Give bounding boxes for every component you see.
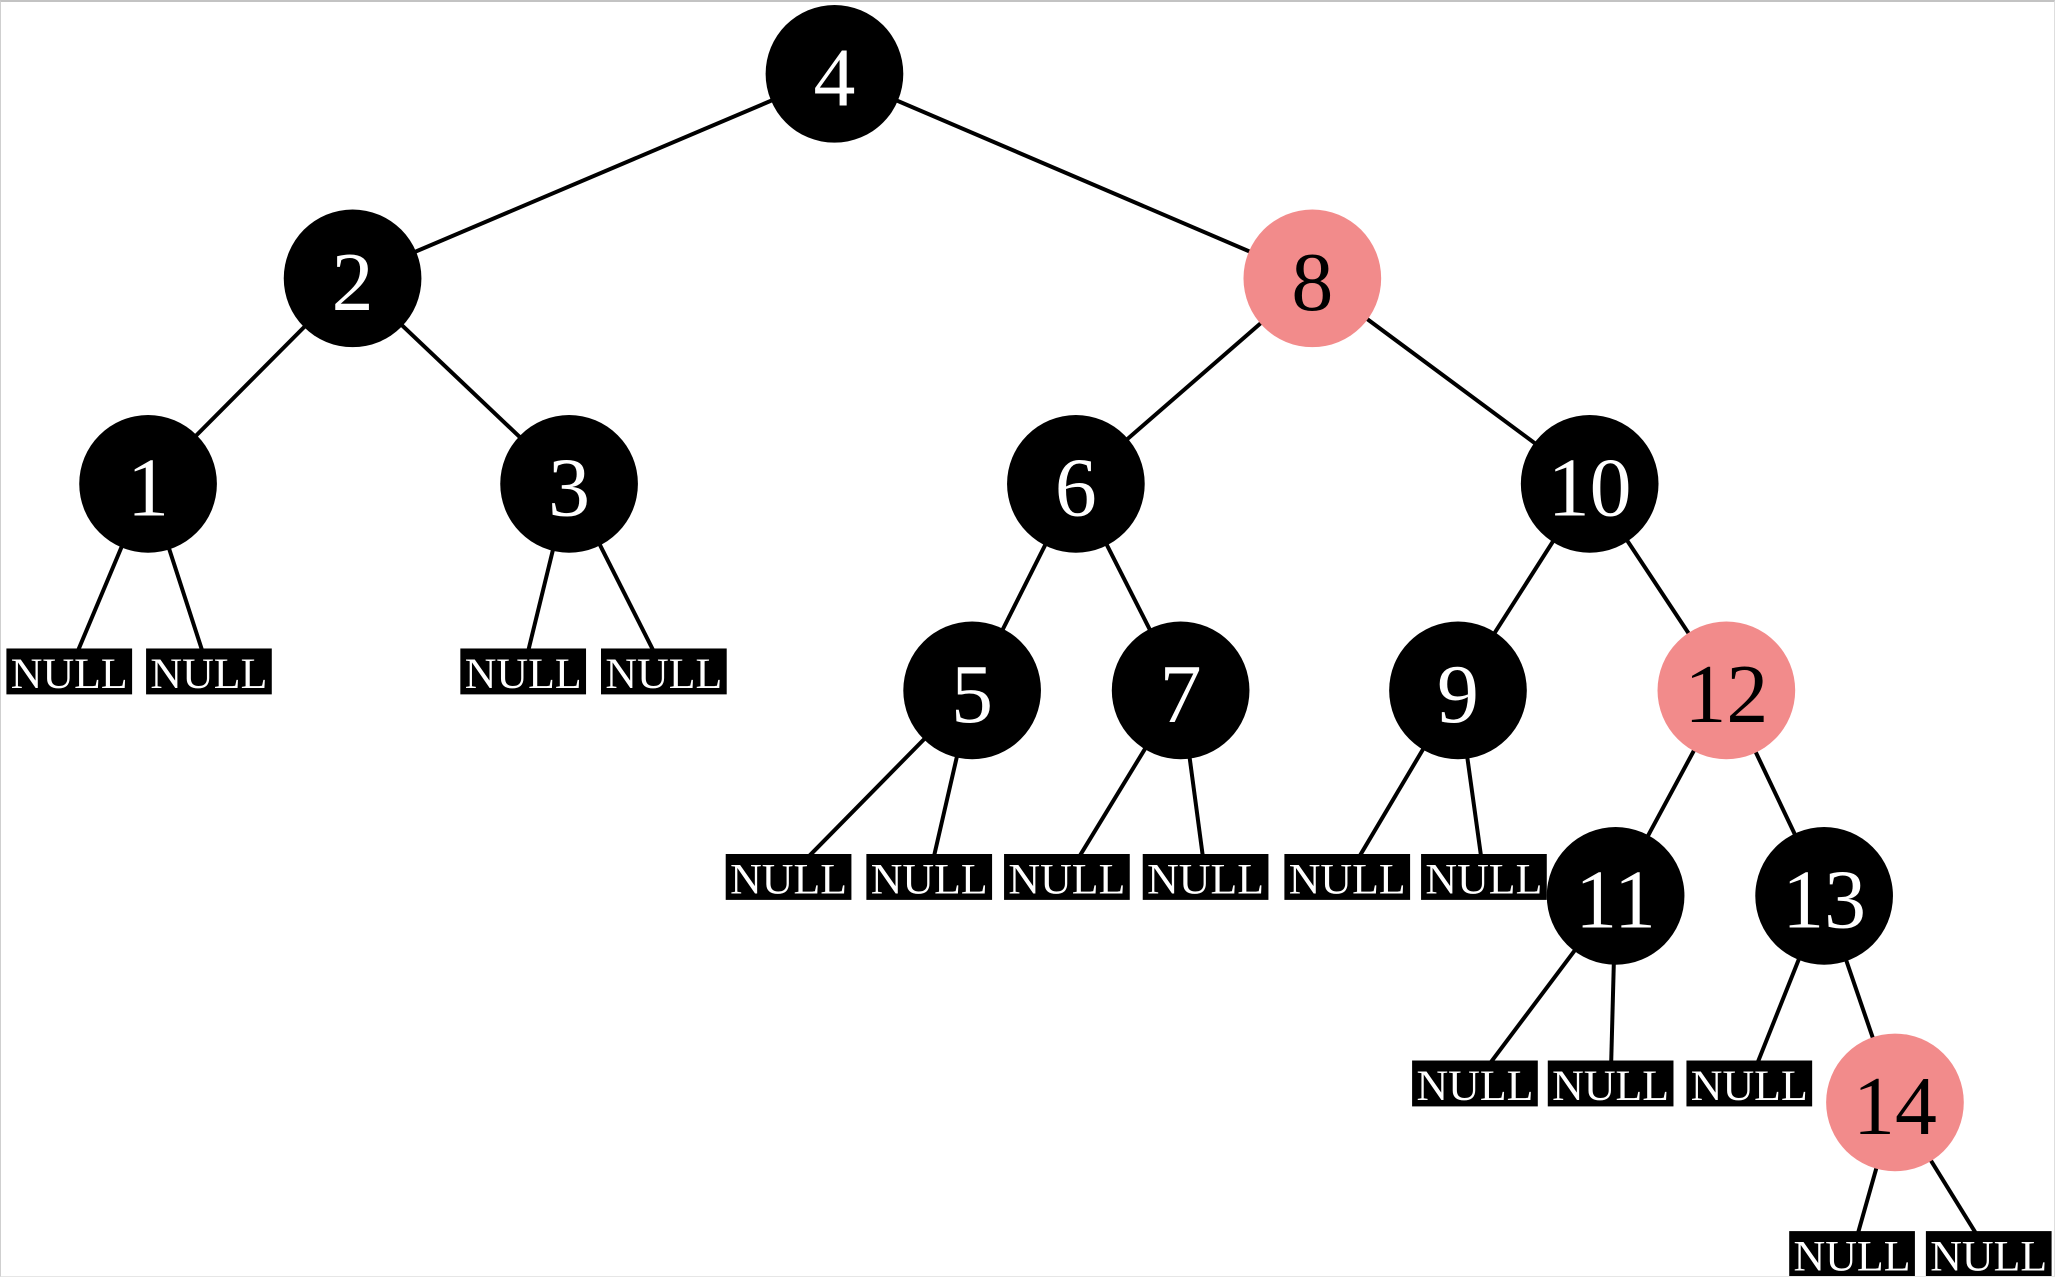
null-leaf-box xyxy=(1547,1060,1674,1107)
null-leaf-label: NULL xyxy=(1552,1062,1669,1110)
null-leaf-label: NULL xyxy=(465,650,582,698)
tree-node-label: 9 xyxy=(1437,648,1479,741)
black-node-circle xyxy=(79,415,217,553)
null-leaf-box xyxy=(1004,853,1130,900)
null-leaf-label: NULL xyxy=(1930,1233,2047,1276)
tree-node-label: 14 xyxy=(1853,1060,1937,1153)
null-leaf-label: NULL xyxy=(1691,1062,1808,1110)
tree-node-label: 13 xyxy=(1782,854,1866,947)
black-node-circle xyxy=(1755,827,1893,965)
null-leaf-label: NULL xyxy=(1425,856,1542,904)
null-leaf-n5L: NULL xyxy=(725,853,852,904)
null-leaf-box xyxy=(1142,853,1269,900)
tree-node-label: 3 xyxy=(548,442,590,535)
null-leaf-label: NULL xyxy=(1794,1233,1911,1276)
null-leaf-n13L: NULL xyxy=(1686,1060,1813,1110)
null-leaf-n3R: NULL xyxy=(601,648,727,698)
null-leaf-box xyxy=(1925,1231,2052,1276)
null-leaf-label: NULL xyxy=(1008,856,1125,904)
tree-node-2: 2 xyxy=(283,209,422,348)
tree-node-11: 11 xyxy=(1546,827,1685,965)
null-leaf-box xyxy=(460,648,587,695)
null-leaf-n7L: NULL xyxy=(1004,853,1130,904)
null-leaf-label: NULL xyxy=(1289,856,1406,904)
null-leaf-label: NULL xyxy=(11,650,128,698)
tree-node-5: 5 xyxy=(903,621,1041,760)
black-node-circle xyxy=(1520,415,1659,553)
null-leaf-label: NULL xyxy=(730,856,847,904)
tree-node-3: 3 xyxy=(500,415,638,553)
black-node-circle xyxy=(765,4,904,143)
tree-node-13: 13 xyxy=(1755,827,1893,965)
tree-node-label: 7 xyxy=(1160,648,1202,741)
tree-edge-4-2 xyxy=(351,71,836,281)
null-leaf-box xyxy=(1412,1060,1538,1107)
black-node-circle xyxy=(1389,621,1527,760)
null-leaf-n3L: NULL xyxy=(460,648,587,698)
tree-node-10: 10 xyxy=(1520,415,1659,553)
null-leaf-n1R: NULL xyxy=(146,648,272,698)
tree-node-8: 8 xyxy=(1243,209,1382,348)
null-leaf-n14R: NULL xyxy=(1925,1231,2052,1276)
null-leaves-layer: NULL NULL NULL NULL NULL NULL NULL NULL NULL NULL… xyxy=(6,648,2052,1276)
tree-node-4: 4 xyxy=(765,4,904,143)
tree-node-1: 1 xyxy=(79,415,217,553)
null-leaf-box xyxy=(1284,853,1411,900)
red-node-circle xyxy=(1243,209,1382,348)
null-leaf-box xyxy=(725,853,852,900)
null-leaf-label: NULL xyxy=(871,856,988,904)
tree-edge-4-8 xyxy=(833,71,1314,281)
null-leaf-n9L: NULL xyxy=(1284,853,1411,904)
null-leaf-n1L: NULL xyxy=(6,648,133,698)
null-leaf-box xyxy=(866,853,993,900)
tree-node-7: 7 xyxy=(1111,621,1250,760)
tree-node-6: 6 xyxy=(1007,415,1145,553)
null-leaf-box xyxy=(1421,853,1547,900)
tree-node-label: 2 xyxy=(332,236,374,329)
tree-node-label: 1 xyxy=(127,442,169,535)
null-leaf-label: NULL xyxy=(1416,1062,1533,1110)
tree-node-14: 14 xyxy=(1826,1033,1964,1172)
null-leaf-label: NULL xyxy=(605,650,722,698)
tree-node-label: 12 xyxy=(1684,648,1768,741)
null-leaf-box xyxy=(1789,1231,1915,1276)
null-leaf-n5R: NULL xyxy=(866,853,993,904)
null-leaf-n11R: NULL xyxy=(1547,1060,1674,1110)
tree-node-label: 10 xyxy=(1548,442,1632,535)
black-node-circle xyxy=(903,621,1041,760)
black-node-circle xyxy=(500,415,638,553)
tree-node-label: 8 xyxy=(1291,236,1333,329)
black-node-circle xyxy=(1111,621,1250,760)
null-leaf-box xyxy=(6,648,133,695)
null-leaf-box xyxy=(601,648,727,695)
red-node-circle xyxy=(1657,621,1796,760)
black-node-circle xyxy=(1007,415,1145,553)
tree-node-label: 11 xyxy=(1575,854,1656,947)
tree-node-12: 12 xyxy=(1657,621,1796,760)
null-leaf-n11L: NULL xyxy=(1412,1060,1538,1110)
null-leaf-box xyxy=(1686,1060,1813,1107)
tree-node-9: 9 xyxy=(1389,621,1527,760)
red-node-circle xyxy=(1826,1033,1964,1172)
black-node-circle xyxy=(283,209,422,348)
null-leaf-box xyxy=(146,648,272,695)
null-leaf-label: NULL xyxy=(150,650,267,698)
black-node-circle xyxy=(1546,827,1685,965)
null-leaf-n9R: NULL xyxy=(1421,853,1547,904)
null-leaf-label: NULL xyxy=(1147,856,1264,904)
tree-node-label: 4 xyxy=(814,32,856,125)
tree-node-label: 5 xyxy=(951,648,993,741)
null-leaf-n7R: NULL xyxy=(1142,853,1269,904)
null-leaf-n14L: NULL xyxy=(1789,1231,1915,1276)
tree-node-label: 6 xyxy=(1055,442,1097,535)
